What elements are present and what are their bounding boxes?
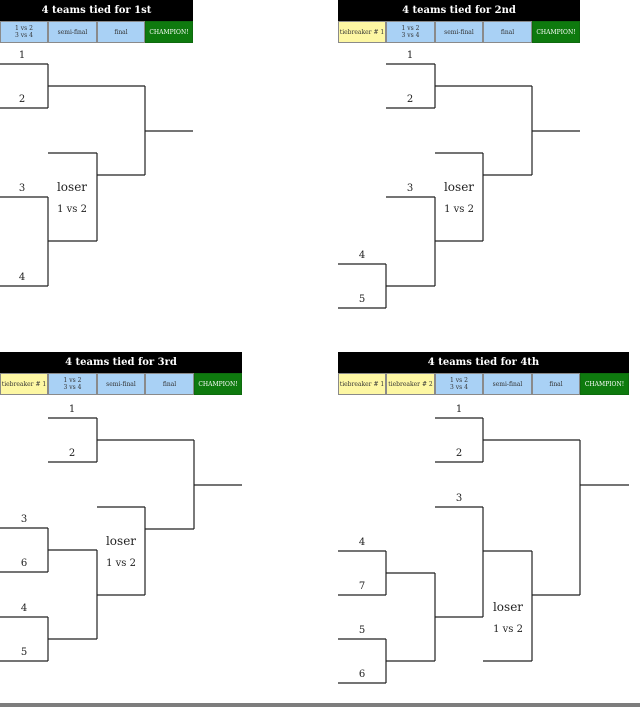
- loser-match-label: 1 vs 2: [493, 624, 523, 635]
- seed-label: 3: [20, 514, 28, 525]
- loser-label: loser: [443, 180, 475, 194]
- stage-round-one: 1 vs 2 3 vs 4: [435, 373, 483, 395]
- seed-label: 3: [406, 183, 414, 194]
- loser-label: loser: [105, 534, 137, 548]
- seed-label: 5: [20, 647, 28, 658]
- stage-semi-final: semi-final: [48, 21, 97, 43]
- stage-champion: CHAMPION!: [194, 373, 242, 395]
- seed-label: 2: [455, 448, 463, 459]
- loser-label: loser: [492, 600, 524, 614]
- stage-semi-final: semi-final: [483, 373, 532, 395]
- seed-label: 2: [68, 448, 76, 459]
- stage-tiebreaker-1: tiebreaker # 1: [338, 21, 386, 43]
- stage-final: final: [483, 21, 532, 43]
- loser-match-label: 1 vs 2: [57, 204, 87, 215]
- stage-tiebreaker-2: tiebreaker # 2: [386, 373, 435, 395]
- seed-label: 5: [358, 625, 366, 636]
- seed-label: 2: [18, 94, 26, 105]
- stage-champion: CHAMPION!: [532, 21, 580, 43]
- stage-champion: CHAMPION!: [145, 21, 193, 43]
- seed-label: 5: [358, 294, 366, 305]
- seed-label: 1: [406, 50, 414, 61]
- stage-semi-final: semi-final: [97, 373, 145, 395]
- seed-label: 6: [358, 669, 366, 680]
- stage-final: final: [532, 373, 580, 395]
- seed-label: 1: [68, 404, 76, 415]
- loser-match-label: 1 vs 2: [106, 558, 136, 569]
- stage-tiebreaker-1: tiebreaker # 1: [0, 373, 48, 395]
- bracket-panel-1st: 4 teams tied for 1st 1 vs 2 3 vs 4 semi-…: [0, 0, 640, 340]
- stage-champion: CHAMPION!: [580, 373, 629, 395]
- stage-final: final: [145, 373, 194, 395]
- seed-label: 4: [358, 537, 366, 548]
- seed-label: 7: [358, 581, 366, 592]
- stage-tiebreaker-1: tiebreaker # 1: [338, 373, 386, 395]
- stage-semi-final: semi-final: [435, 21, 483, 43]
- bottom-border: [0, 703, 640, 707]
- stage-round-one: 1 vs 2 3 vs 4: [0, 21, 48, 43]
- panel-title: 4 teams tied for 3rd: [0, 352, 242, 373]
- seed-label: 4: [20, 603, 28, 614]
- stage-round-one: 1 vs 2 3 vs 4: [386, 21, 435, 43]
- bracket-lines: [338, 63, 580, 309]
- seed-label: 1: [455, 404, 463, 415]
- bracket-lines: [0, 63, 193, 287]
- bracket-panel-2nd: 4 teams tied for 2nd tiebreaker # 1 1 vs…: [0, 0, 640, 340]
- seed-label: 3: [455, 493, 463, 504]
- stage-final: final: [97, 21, 145, 43]
- seed-label: 3: [18, 183, 26, 194]
- panel-title: 4 teams tied for 4th: [338, 352, 629, 373]
- panel-title: 4 teams tied for 2nd: [338, 0, 580, 21]
- loser-label: loser: [56, 180, 88, 194]
- seed-label: 2: [406, 94, 414, 105]
- stage-round-one: 1 vs 2 3 vs 4: [48, 373, 97, 395]
- seed-label: 4: [358, 250, 366, 261]
- loser-match-label: 1 vs 2: [444, 204, 474, 215]
- panel-title: 4 teams tied for 1st: [0, 0, 193, 21]
- seed-label: 6: [20, 558, 28, 569]
- seed-label: 1: [18, 50, 26, 61]
- seed-label: 4: [18, 272, 26, 283]
